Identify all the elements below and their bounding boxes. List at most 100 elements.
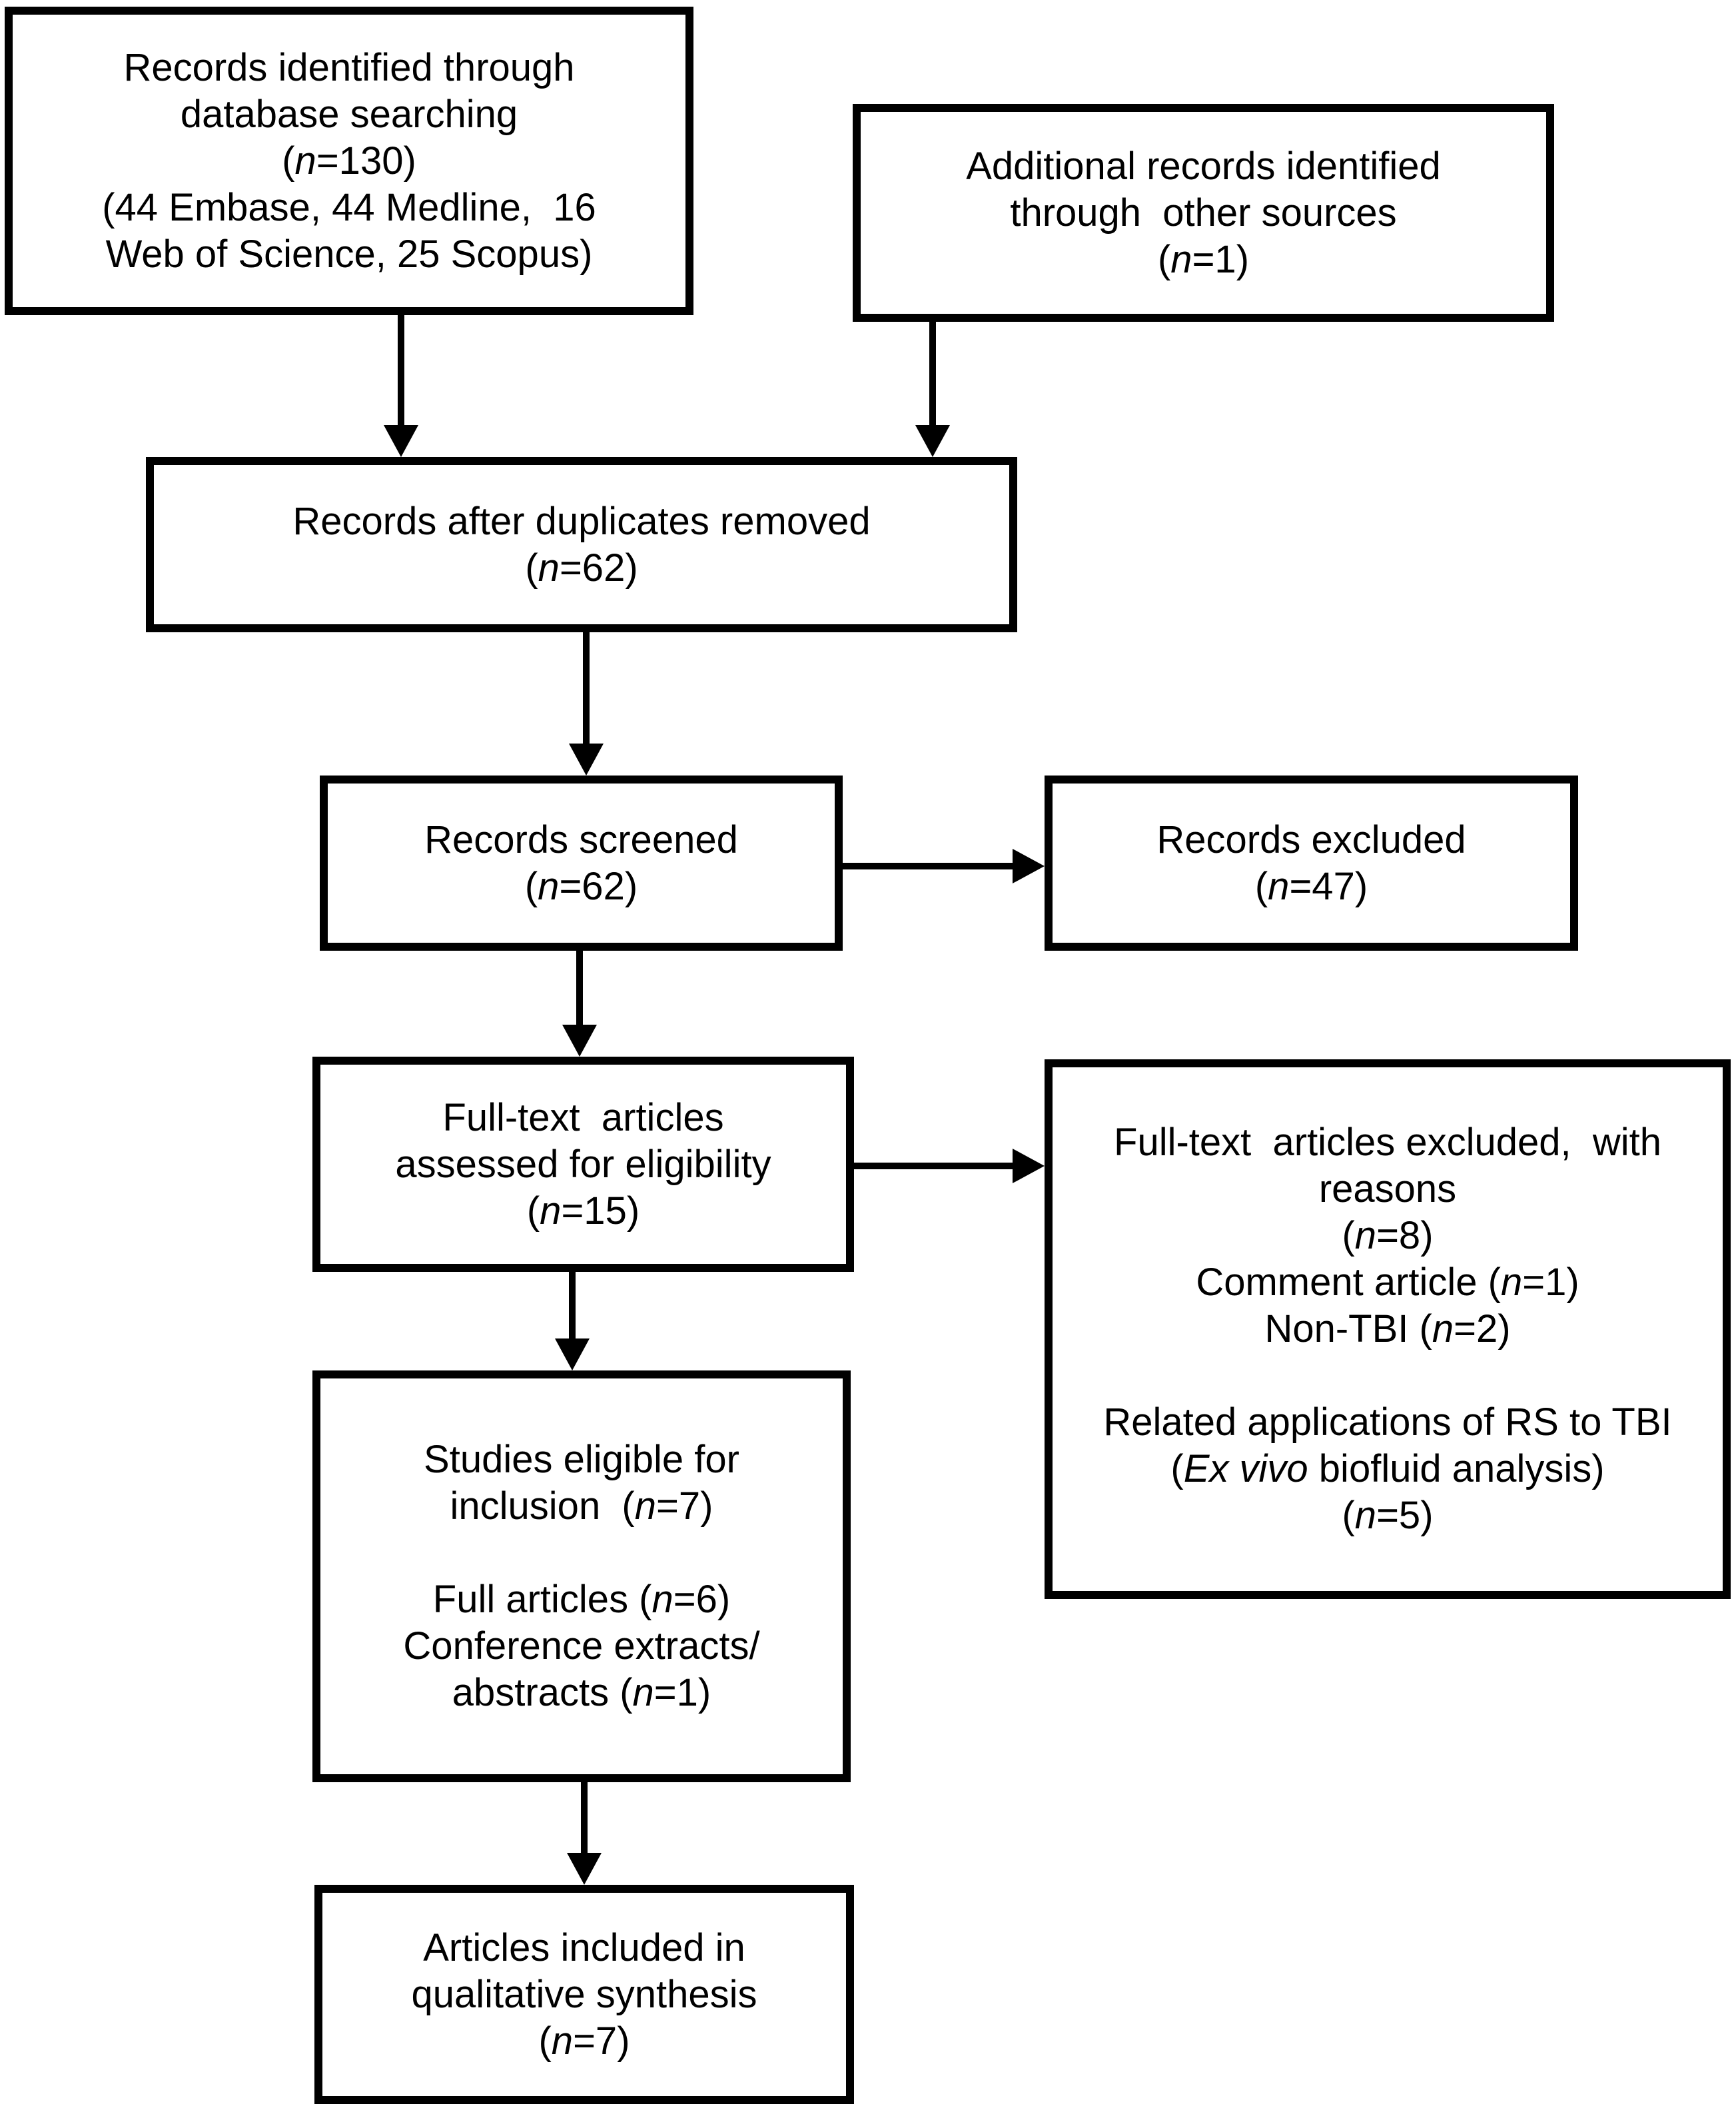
text-segment: Related applications of RS to TBI [1103,1400,1672,1444]
text-line: abstracts (n=1) [452,1670,711,1716]
text-line: (n=8) [1342,1213,1433,1259]
text-segment: =6) [673,1578,731,1621]
text-line: (n=1) [1158,237,1249,283]
italic-text-segment: n [1354,1214,1377,1257]
text-segment: =62) [559,546,638,590]
text-segment: Comment article ( [1196,1261,1501,1304]
text-segment: =15) [561,1189,640,1233]
text-segment: =130) [316,139,416,183]
arrow-screened-to-fulltext-head-icon [562,1025,597,1057]
text-segment: biofluid analysis) [1308,1447,1605,1490]
text-segment: ( [524,864,538,908]
italic-text-segment: n [1268,864,1290,908]
text-line: (Ex vivo biofluid analysis) [1170,1446,1604,1492]
text-segment: Non-TBI ( [1264,1307,1432,1350]
arrow-dedup-to-screened-line [583,631,590,746]
text-segment: =62) [559,864,638,908]
text-segment: =1) [1522,1261,1579,1304]
italic-text-segment: n [634,1484,657,1528]
italic-text-segment: Ex vivo [1183,1447,1308,1490]
text-line: (n=130) [282,138,416,185]
text-segment: ( [526,1189,540,1233]
italic-text-segment: n [632,1671,654,1714]
text-segment: ( [1157,237,1171,281]
text-segment: Full-text articles [442,1095,724,1139]
text-line: Related applications of RS to TBI [1103,1399,1671,1446]
text-line: through other sources [1010,190,1396,237]
arrow-database-to-dedup-line [398,314,404,428]
text-line: (44 Embase, 44 Medline, 16 [102,185,596,231]
text-line: (n=62) [525,863,638,910]
text-segment: reasons [1318,1167,1457,1211]
text-segment: =1) [653,1671,711,1714]
text-segment: =5) [1376,1494,1434,1537]
text-segment: Studies eligible for [424,1438,739,1481]
italic-text-segment: n [538,864,560,908]
text-line: (n=5) [1342,1492,1433,1539]
arrow-fulltext-to-excluded-head-icon [1013,1149,1045,1183]
text-line: assessed for eligibility [395,1141,771,1188]
text-line: (n=47) [1255,863,1368,910]
text-line: inclusion (n=7) [450,1483,713,1530]
arrow-fulltext-to-eligible-head-icon [555,1338,590,1370]
text-line: Conference extracts/ [403,1623,759,1670]
text-segment: qualitative synthesis [411,1972,757,2016]
text-line: Additional records identified [966,143,1441,190]
italic-text-segment: n [1432,1307,1454,1350]
arrow-fulltext-to-eligible-line [569,1271,576,1341]
text-segment: Records excluded [1156,817,1466,861]
text-segment: Full articles ( [432,1578,652,1621]
text-line: Comment article (n=1) [1196,1259,1579,1306]
text-line: Full-text articles [442,1095,723,1141]
box-records-excluded: Records excluded(n=47) [1045,776,1578,951]
text-segment: Conference extracts/ [403,1624,760,1668]
text-line: Articles included in [423,1925,745,1971]
text-segment: =2) [1454,1307,1511,1350]
text-segment: through other sources [1010,191,1397,235]
text-line: (n=15) [527,1188,640,1235]
italic-text-segment: n [294,139,316,183]
text-segment: =47) [1289,864,1368,908]
box-records-screened: Records screened(n=62) [320,776,843,951]
italic-text-segment: n [540,1189,562,1233]
text-line: Web of Science, 25 Scopus) [106,231,593,278]
text-line: reasons [1319,1166,1456,1213]
text-line: Full articles (n=6) [433,1576,730,1623]
arrow-fulltext-to-excluded-line [853,1163,1015,1169]
text-segment: ( [1342,1494,1355,1537]
text-segment: Records identified through [123,45,575,89]
text-line: database searching [181,91,518,138]
text-segment: database searching [180,92,518,136]
text-line: Records excluded [1156,817,1466,863]
text-segment: ( [1254,864,1268,908]
text-line: (n=62) [525,545,638,592]
text-line: Records after duplicates removed [292,498,870,545]
text-segment: Articles included in [423,1925,745,1969]
text-segment: ( [282,139,295,183]
text-segment: (44 Embase, 44 Medline, 16 [102,185,596,229]
arrow-dedup-to-screened-head-icon [569,744,604,776]
text-segment: Full-text articles excluded, with [1114,1121,1661,1164]
text-segment: ( [525,546,538,590]
text-segment: assessed for eligibility [395,1142,771,1186]
text-line: Studies eligible for [424,1436,739,1483]
text-segment: =7) [573,2019,630,2063]
text-line: Records identified through [123,45,574,91]
text-line [1382,1352,1393,1399]
text-segment: Records after duplicates removed [292,499,871,543]
text-segment: Records screened [424,817,738,861]
text-segment: =1) [1192,237,1250,281]
arrow-other-to-dedup-line [929,320,936,428]
arrow-screened-to-excluded-line [842,863,1015,869]
text-segment: ( [1170,1447,1184,1490]
text-line: Full-text articles excluded, with [1114,1119,1661,1166]
text-line [576,1530,587,1576]
text-segment: Additional records identified [966,144,1441,188]
